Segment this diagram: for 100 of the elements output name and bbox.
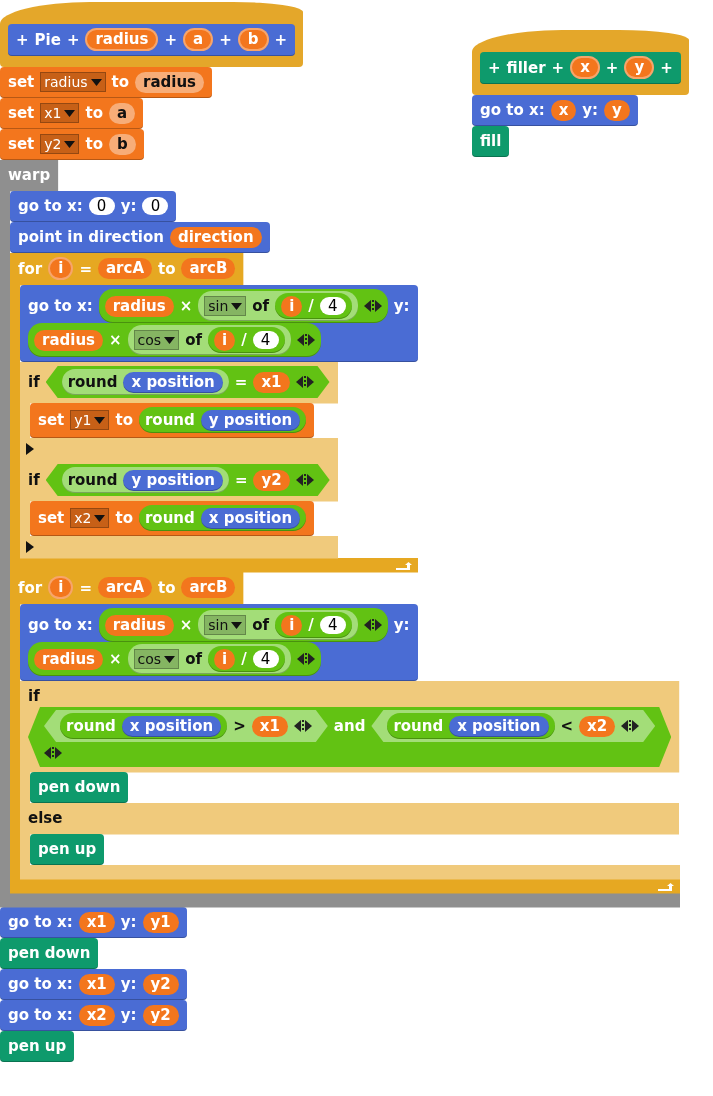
block-label: + bbox=[164, 30, 178, 49]
block-label: = bbox=[234, 373, 248, 391]
variable-reporter: radius bbox=[104, 614, 174, 636]
variable-reporter: x1 bbox=[253, 371, 290, 393]
block-label: y: bbox=[582, 101, 599, 119]
block-label: to bbox=[158, 259, 176, 278]
reporter-block bbox=[387, 713, 555, 739]
block-label: × bbox=[179, 616, 193, 634]
block-label: warp bbox=[8, 166, 51, 184]
dropdown-value: y2 bbox=[44, 135, 62, 153]
block-label: + bbox=[551, 58, 565, 77]
variable-reporter: radius bbox=[104, 295, 174, 317]
number-input: 4 bbox=[319, 297, 346, 315]
block-label: go to x: bbox=[8, 975, 73, 993]
dropdown-value: radius bbox=[44, 73, 88, 91]
dropdown-value: sin bbox=[208, 297, 229, 315]
reporter-block bbox=[98, 608, 388, 642]
command-block bbox=[30, 772, 129, 803]
block-label: set bbox=[38, 509, 65, 527]
dropdown-value: x1 bbox=[44, 104, 62, 122]
command-block bbox=[20, 604, 418, 681]
c-shaped-block bbox=[20, 460, 338, 558]
block-label: = bbox=[79, 578, 92, 597]
block-label: go to x: bbox=[28, 616, 93, 634]
block-label: > bbox=[233, 717, 246, 735]
c-shaped-block bbox=[0, 160, 680, 907]
dropdown-value: sin bbox=[208, 616, 229, 634]
block-label: / bbox=[308, 616, 314, 634]
reporter-block bbox=[138, 505, 307, 531]
block-label: / bbox=[241, 331, 247, 349]
block-label: and bbox=[333, 717, 366, 735]
block-label: set bbox=[8, 104, 35, 122]
variable-reporter: radius bbox=[135, 71, 205, 93]
variable-reporter: b bbox=[108, 133, 136, 155]
variable-reporter: i bbox=[281, 295, 303, 317]
block-label: for bbox=[18, 578, 43, 597]
block-label: go to x: bbox=[480, 101, 545, 119]
reporter-block: x position bbox=[121, 715, 222, 737]
variable-reporter: arcB bbox=[181, 577, 236, 598]
dropdown-value: y1 bbox=[74, 411, 92, 429]
variable-reporter: x1 bbox=[78, 973, 115, 995]
reporter-block bbox=[198, 291, 358, 321]
c-shaped-block bbox=[20, 362, 338, 460]
variable-reporter: y2 bbox=[253, 469, 290, 491]
dropdown-value: cos bbox=[137, 331, 162, 349]
block-label: < bbox=[560, 717, 574, 735]
block-label: + bbox=[274, 30, 288, 49]
parameter-reporter: x bbox=[570, 56, 600, 79]
variable-reporter: x bbox=[550, 99, 577, 121]
block-label: if bbox=[28, 687, 40, 705]
block-label: / bbox=[308, 297, 314, 315]
command-block bbox=[0, 907, 187, 938]
block-label: to bbox=[115, 411, 133, 429]
number-input: 4 bbox=[252, 650, 279, 668]
block-label: + bbox=[488, 58, 501, 77]
block-label: + bbox=[66, 30, 80, 49]
variable-reporter: x2 bbox=[78, 1004, 115, 1026]
block-label: set bbox=[8, 73, 35, 91]
command-block bbox=[30, 834, 105, 865]
variable-reporter: radius bbox=[34, 648, 103, 670]
block-label: round bbox=[66, 717, 116, 735]
block-label: of bbox=[185, 650, 202, 668]
reporter-block: y position bbox=[200, 409, 301, 431]
dropdown-value: x2 bbox=[74, 509, 92, 527]
command-block bbox=[0, 67, 213, 98]
block-label: Pie bbox=[34, 30, 61, 49]
block-label: to bbox=[85, 135, 103, 153]
dropdown-value: cos bbox=[137, 650, 162, 668]
variable-reporter: y1 bbox=[142, 911, 179, 933]
command-block bbox=[0, 1031, 75, 1062]
command-block bbox=[30, 501, 315, 536]
block-label: go to x: bbox=[28, 297, 93, 315]
reporter-block bbox=[198, 610, 358, 640]
reporter-block bbox=[208, 646, 285, 672]
reporter-block bbox=[60, 713, 228, 739]
block-label: pen up bbox=[8, 1037, 67, 1055]
block-label: for bbox=[18, 259, 43, 278]
command-block bbox=[0, 1000, 187, 1031]
block-label: = bbox=[79, 259, 92, 278]
c-shaped-block bbox=[10, 253, 418, 572]
block-label: to bbox=[85, 104, 103, 122]
block-label: round bbox=[144, 509, 195, 527]
block-label: fill bbox=[480, 132, 502, 150]
number-input: 0 bbox=[142, 197, 169, 215]
reporter-block: y position bbox=[123, 469, 223, 491]
block-label: y: bbox=[393, 297, 410, 315]
variable-reporter: y bbox=[604, 99, 630, 121]
block-label: if bbox=[28, 373, 40, 391]
reporter-block: x position bbox=[200, 507, 301, 529]
block-label: + bbox=[16, 30, 29, 49]
block-label: round bbox=[67, 471, 118, 489]
command-block bbox=[472, 126, 510, 157]
variable-reporter: a bbox=[108, 102, 136, 124]
command-block bbox=[0, 969, 187, 1000]
reporter-block bbox=[275, 612, 352, 638]
block-label: + bbox=[660, 58, 673, 77]
block-label: + bbox=[605, 58, 619, 77]
variable-reporter: i bbox=[214, 329, 236, 351]
dropdown-menu bbox=[133, 330, 180, 350]
command-block bbox=[10, 191, 177, 222]
